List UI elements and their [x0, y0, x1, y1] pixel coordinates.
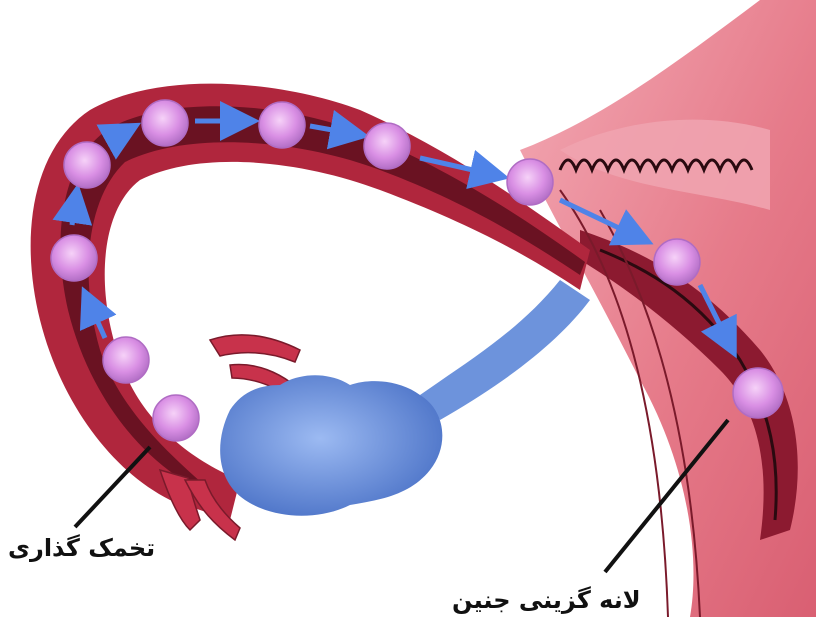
egg-cell [654, 239, 700, 285]
egg-cell [64, 142, 110, 188]
egg-cell [51, 235, 97, 281]
ovulation-label: تخمک گذاری [8, 534, 155, 562]
ovary [220, 375, 442, 515]
ovarian-ligament [420, 280, 590, 420]
egg-cell [259, 102, 305, 148]
ovulation-leader-line [75, 447, 150, 527]
egg-cell [103, 337, 149, 383]
implanted-embryo [733, 368, 783, 418]
implantation-label: لانه گزینی جنین [452, 586, 641, 614]
egg-cell [153, 395, 199, 441]
egg-cell [364, 123, 410, 169]
egg-cell [142, 100, 188, 146]
egg-cell [507, 159, 553, 205]
